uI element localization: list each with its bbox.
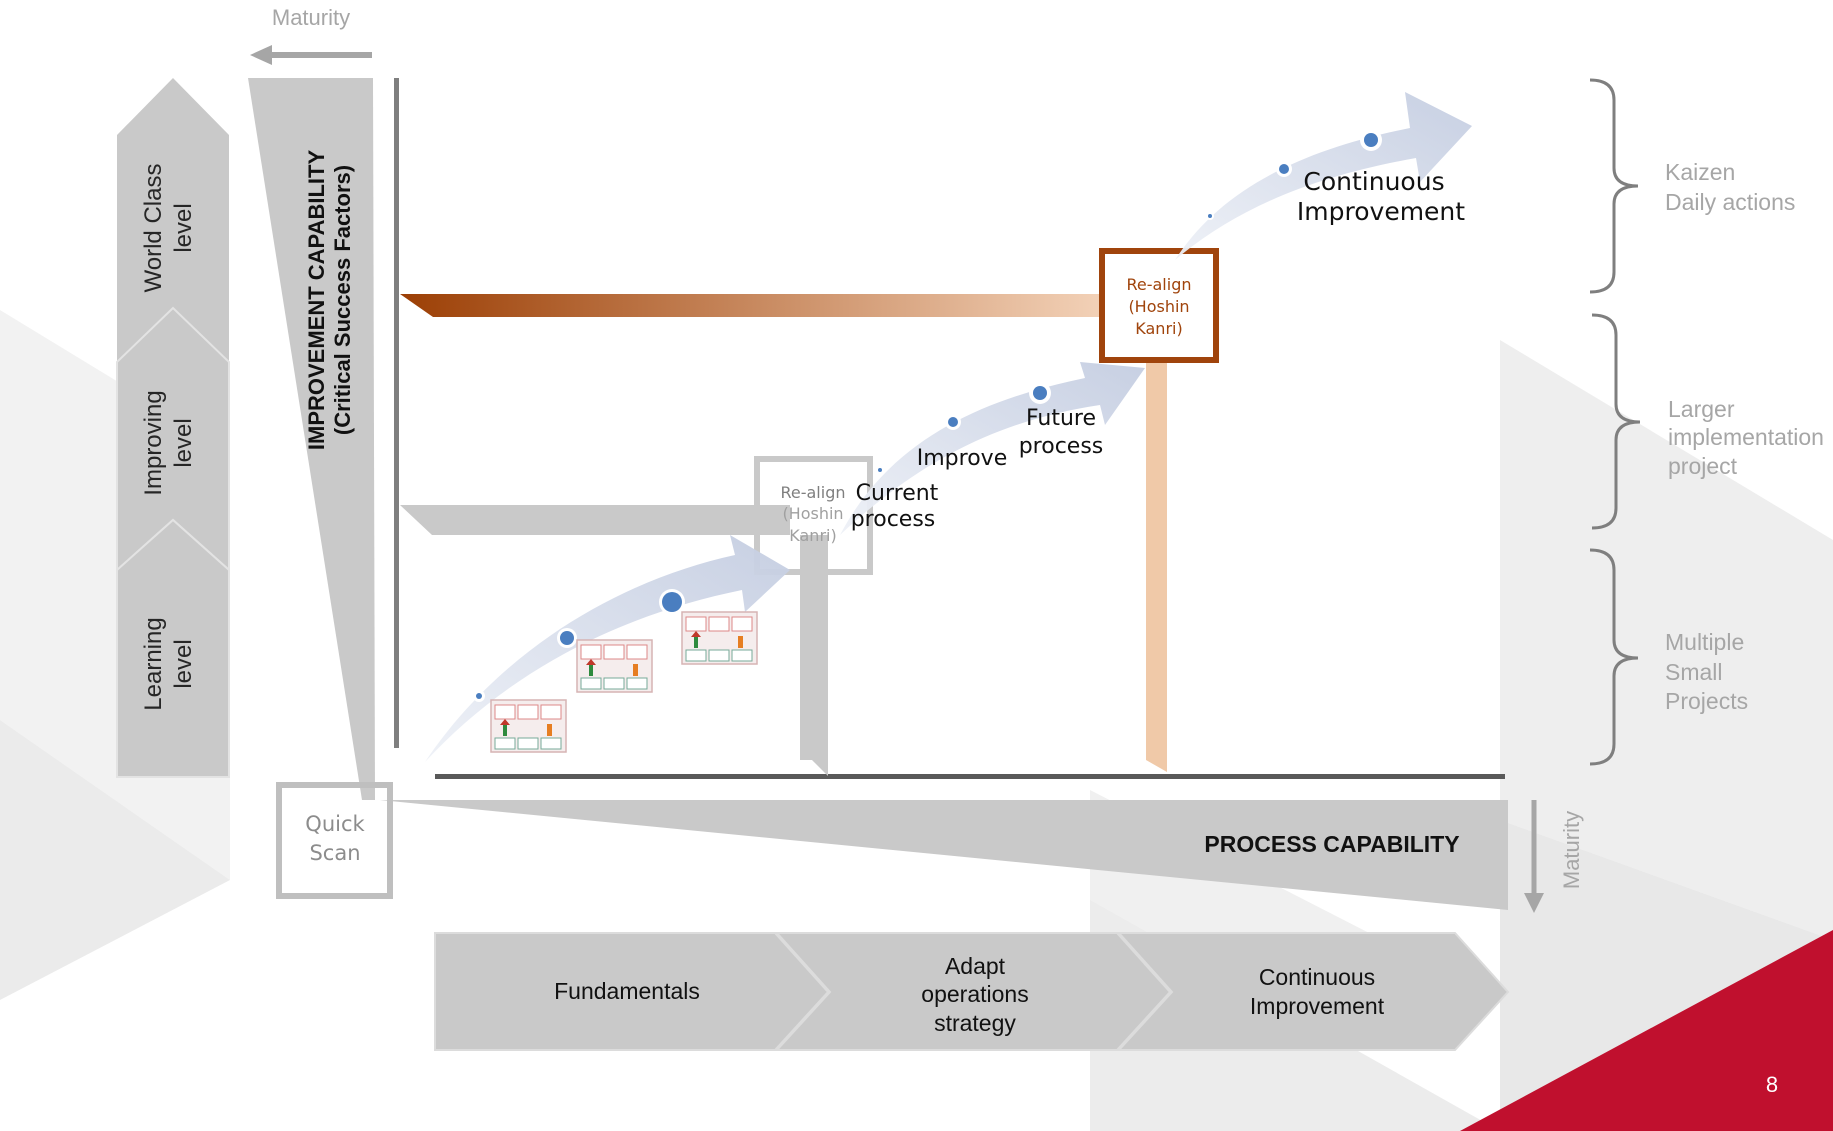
realign-gray-box [754,456,873,575]
maturity-top-arrow [250,45,372,65]
quick-scan-line1: Quick [305,812,365,836]
realign-brown-line1: Re-align [1126,275,1191,294]
maturity-right-label: Maturity [1559,811,1584,889]
bracket-multiple-line3: Projects [1665,688,1748,714]
label-continuous-improvement-1: Continuous [1303,167,1444,196]
level-world-class-line2: level [170,203,197,252]
realign-brown-line2: (Hoshin [1128,297,1189,316]
level-learning-line1: Learning [140,617,167,710]
a3-thumbnail-1 [490,699,567,753]
realign-gray-line3: Kanri) [789,526,836,545]
maturity-top-label: Maturity [272,5,350,30]
improvement-capability-title: IMPROVEMENT CAPABILITY (Critical Success… [304,150,355,451]
bracket-multiple-line2: Small [1665,659,1723,685]
level-improving: Improving level [140,390,197,495]
realign-gray-line1: Re-align [780,483,845,502]
realign-brown-band [400,294,1105,317]
y-axis-line [394,78,399,748]
right-brackets [1589,78,1641,766]
level-learning-line2: level [170,639,197,688]
quick-scan-line2: Scan [309,841,360,865]
a3-thumbnail-3 [681,611,758,665]
phase-adapt-line1: Adapt [945,953,1006,979]
page-number: 8 [1766,1072,1778,1097]
label-current-process-1: Current [856,481,939,506]
bracket-multiple-line1: Multiple [1665,629,1744,655]
level-chevrons [116,78,230,778]
label-future-process-2: process [1019,434,1104,459]
y-axis-title: IMPROVEMENT CAPABILITY [304,150,329,451]
label-future-process-1: Future [1026,406,1096,431]
improvement-capability-wedge [248,78,375,800]
process-capability-wedge [380,800,1508,910]
realign-peach-band [1146,360,1167,772]
level-world-class: World Class level [140,164,197,293]
flow-arrow-stage3 [1175,92,1472,260]
red-corner-accent [1460,930,1833,1131]
phase-fundamentals: Fundamentals [554,978,700,1004]
bracket-larger-line1: Larger [1668,396,1735,422]
phase-adapt-line2: operations [921,981,1028,1007]
phase-ci-line1: Continuous [1259,964,1375,990]
level-learning: Learning level [140,617,197,710]
realign-brown-box [1099,248,1219,363]
realign-gray-line2: (Hoshin [782,504,843,523]
quick-scan-box [276,782,393,899]
bracket-larger-line2: implementation [1668,424,1824,450]
bracket-kaizen-line1: Kaizen [1665,159,1735,185]
maturity-right-label-group: Maturity [1559,811,1584,889]
bracket-larger-line3: project [1668,453,1738,479]
flow-arrow-stage1 [425,535,790,762]
phase-adapt-line3: strategy [934,1010,1016,1036]
x-axis-line [435,774,1505,779]
bracket-kaizen-line2: Daily actions [1665,189,1795,215]
flow-dots [473,129,1382,702]
maturity-right-arrow [1524,800,1544,913]
flow-arrow-stage2 [840,362,1145,535]
label-current-process-2: process [851,507,936,532]
phase-ci-line2: Improvement [1250,993,1385,1019]
level-world-class-line1: World Class [140,164,167,293]
y-axis-subtitle: (Critical Success Factors) [330,165,355,435]
realign-gray-band [400,505,828,776]
level-improving-line1: Improving [140,390,167,495]
phase-chevrons [434,932,1510,1051]
x-axis-title: PROCESS CAPABILITY [1204,831,1459,857]
label-continuous-improvement-2: Improvement [1297,197,1465,226]
a3-thumbnail-2 [576,639,653,693]
label-improve: Improve [917,446,1007,471]
realign-brown-line3: Kanri) [1135,319,1182,338]
level-improving-line2: level [170,418,197,467]
